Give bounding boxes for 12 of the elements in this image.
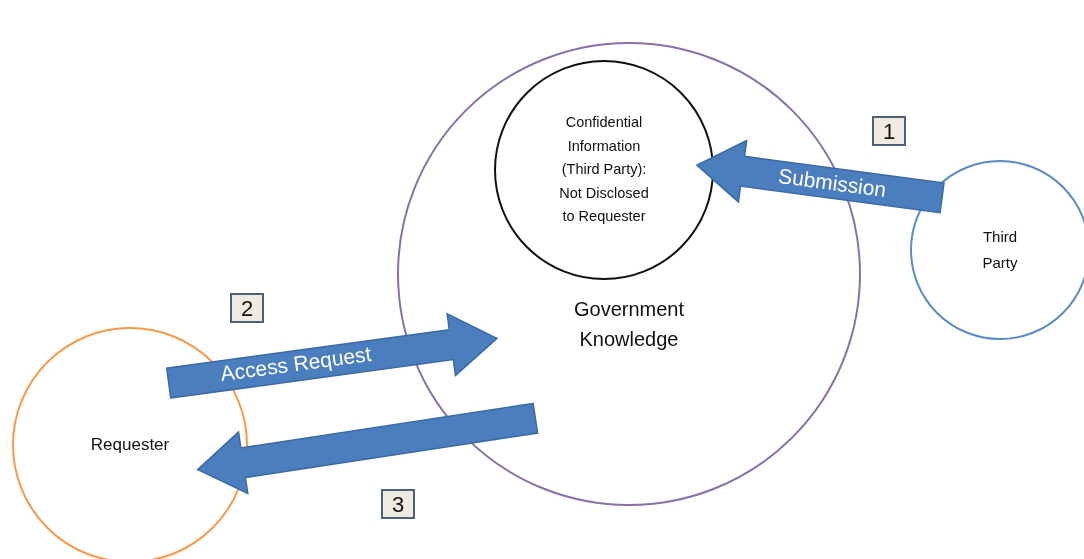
callout-number: 3 [381,489,415,519]
node-label: Third Party [981,227,1019,273]
edge-label: Submission [776,164,888,203]
node-label: Requester [89,434,171,456]
node-label: Confidential Information (Third Party): Not Disclosed to Requester [558,113,650,226]
block-arrow [165,312,499,399]
block-arrow [196,402,539,495]
callout-number: 1 [872,116,906,146]
edge-label: Access Request [218,341,373,386]
block-arrow [695,139,945,214]
callout-number: 2 [230,293,264,323]
node-label: Government Knowledge [572,297,686,352]
